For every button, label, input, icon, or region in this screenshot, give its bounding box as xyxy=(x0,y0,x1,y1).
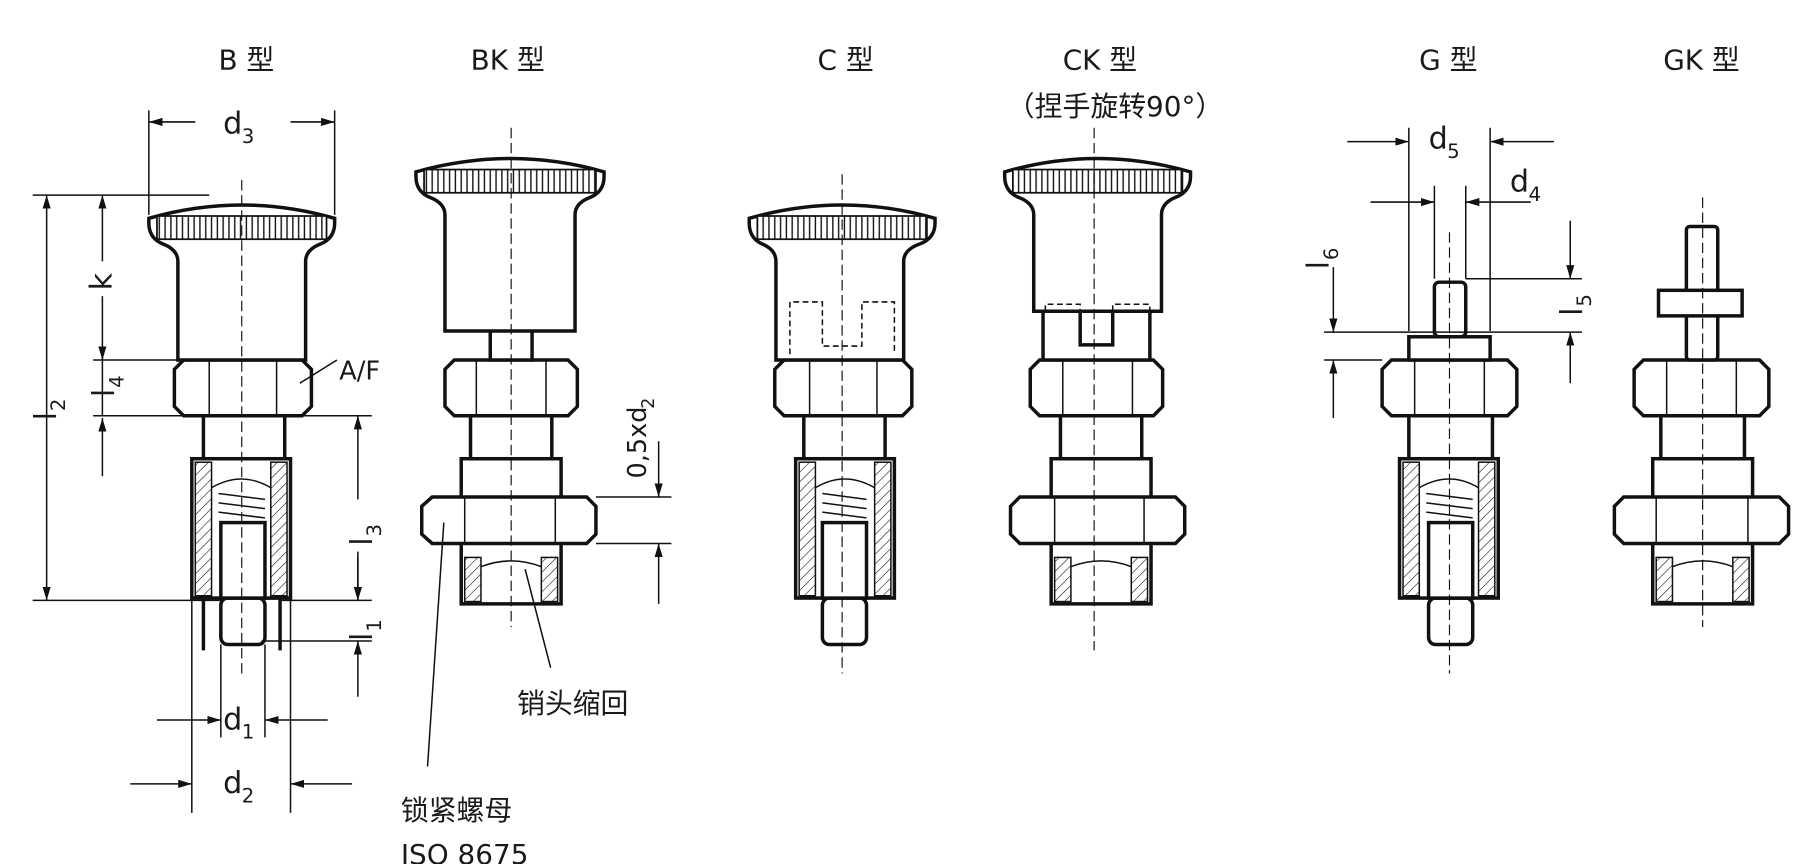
plunger-type-b xyxy=(147,180,337,674)
plunger-type-g xyxy=(1380,232,1519,674)
title-type-c: C 型 xyxy=(818,44,874,77)
title-type-b: B 型 xyxy=(218,44,274,77)
dim-l6-sub: 6 xyxy=(1320,248,1343,261)
title-type-bk: BK 型 xyxy=(471,44,545,77)
plunger-type-ck xyxy=(1002,127,1193,651)
dim-d1: d xyxy=(223,702,242,737)
dim-d4-sub: 4 xyxy=(1528,183,1541,206)
dim-d3-sub: 3 xyxy=(242,125,255,148)
callout-pin-retracted: 销头缩回 xyxy=(517,687,628,720)
dim-l6: l xyxy=(1302,261,1337,269)
dim-l1: l xyxy=(345,633,380,641)
dim-l3-sub: 3 xyxy=(363,524,386,537)
note-handle-rotated: （捏手旋转90°） xyxy=(1007,90,1224,123)
dim-half-d2-sub: 2 xyxy=(639,398,659,409)
dim-d2: d xyxy=(223,766,242,801)
dim-l1-sub: 1 xyxy=(363,619,386,632)
dim-d3: d xyxy=(223,107,242,142)
dim-across-flats: A/F xyxy=(339,357,380,387)
dim-l4-sub: 4 xyxy=(105,375,128,388)
dim-l2: l xyxy=(29,412,64,420)
callout-locknut-standard: ISO 8675 xyxy=(401,838,529,864)
dim-l4: l xyxy=(87,389,122,397)
dim-d2-sub: 2 xyxy=(242,784,255,807)
dim-half-d2: 0,5xd xyxy=(623,407,653,479)
dim-l5-sub: 5 xyxy=(1573,294,1596,307)
callout-locknut: 锁紧螺母 xyxy=(401,794,512,827)
title-type-g: G 型 xyxy=(1419,44,1477,77)
dim-l5: l xyxy=(1555,307,1590,315)
title-type-ck: CK 型 xyxy=(1063,44,1137,77)
plunger-type-c xyxy=(747,174,937,674)
dim-d5: d xyxy=(1429,122,1448,157)
plunger-type-gk xyxy=(1612,197,1791,628)
dim-d4: d xyxy=(1510,165,1529,200)
title-type-gk: GK 型 xyxy=(1663,44,1740,77)
dim-d5-sub: 5 xyxy=(1447,140,1460,163)
dim-l2-sub: 2 xyxy=(47,399,70,412)
dim-l3: l xyxy=(345,537,380,545)
dim-d1-sub: 1 xyxy=(242,721,255,744)
dim-k: k xyxy=(85,272,120,290)
